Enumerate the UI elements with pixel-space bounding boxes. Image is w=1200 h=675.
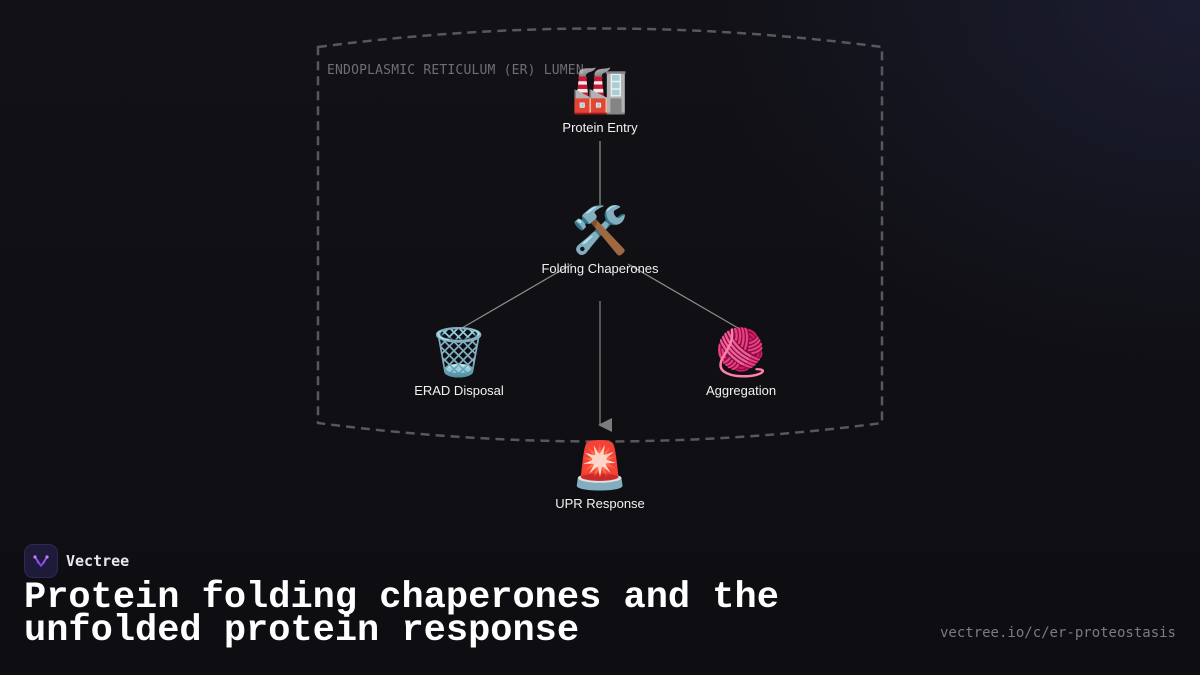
edge-folding-chaperones-to-erad-disposal (461, 263, 573, 329)
factory-icon: 🏭 (571, 64, 629, 115)
node-label: ERAD Disposal (414, 383, 504, 398)
edge-folding-chaperones-to-aggregation (627, 263, 739, 329)
node-label: UPR Response (555, 496, 645, 511)
hammer-and-wrench-icon: 🛠️ (571, 205, 629, 256)
page-title: Protein folding chaperones and the unfol… (24, 577, 779, 652)
wastebasket-icon: 🗑️ (430, 327, 488, 378)
brand[interactable]: Vectree (24, 544, 129, 578)
yarn-ball-icon: 🧶 (712, 327, 770, 378)
node-label: Folding Chaperones (541, 261, 659, 276)
brand-name: Vectree (66, 552, 130, 570)
node-label: Aggregation (705, 383, 777, 398)
node-folding-chaperones[interactable]: 🛠️ Folding Chaperones (520, 203, 680, 276)
node-erad-disposal[interactable]: 🗑️ ERAD Disposal (379, 325, 539, 398)
node-label: Protein Entry (562, 120, 638, 135)
vectree-logo-icon (24, 544, 58, 578)
siren-light-icon: 🚨 (571, 440, 629, 491)
er-lumen-region-label: ENDOPLASMIC RETICULUM (ER) LUMEN (327, 63, 584, 78)
node-protein-entry[interactable]: 🏭 Protein Entry (520, 62, 680, 135)
source-url[interactable]: vectree.io/c/er-proteostasis (939, 625, 1176, 641)
er-lumen-region-border (316, 27, 884, 443)
node-upr-response[interactable]: 🚨 UPR Response (520, 438, 680, 511)
node-aggregation[interactable]: 🧶 Aggregation (661, 325, 821, 398)
